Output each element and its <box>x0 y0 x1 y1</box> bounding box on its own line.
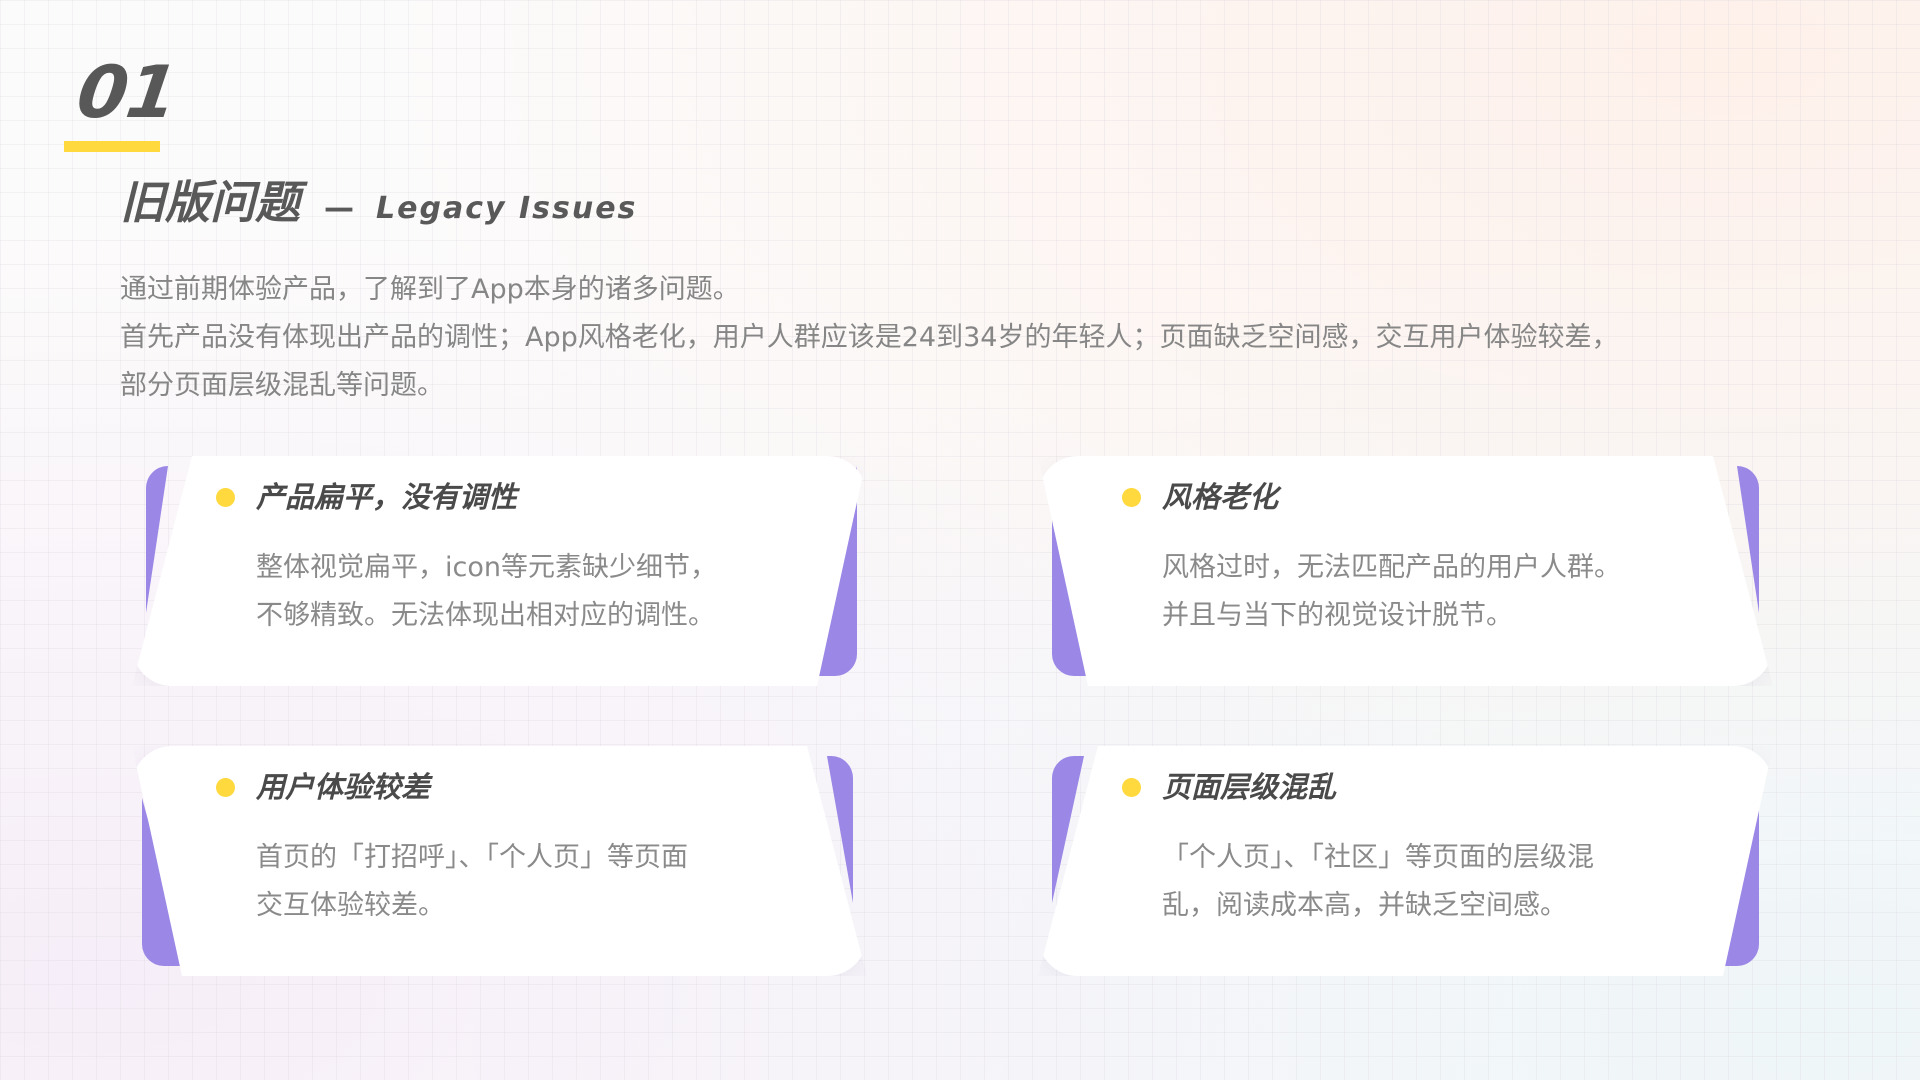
card-description: 首页的「打招呼」、「个人页」等页面 交互体验较差。 <box>256 834 816 930</box>
card-body <box>1038 746 1773 976</box>
bullet-dot-icon <box>1122 488 1141 507</box>
page-title-separator: — <box>324 191 355 226</box>
card-description-line: 首页的「打招呼」、「个人页」等页面 <box>256 842 688 873</box>
card-description-line: 整体视觉扁平，icon等元素缺少细节， <box>256 552 717 583</box>
section-number-underline <box>64 141 160 152</box>
card-description-line: 风格过时，无法匹配产品的用户人群。 <box>1162 552 1621 583</box>
card-description-line: 「个人页」、「社区」等页面的层级混 <box>1162 842 1594 873</box>
card-title: 产品扁平，没有调性 <box>256 480 518 514</box>
card-description: 整体视觉扁平，icon等元素缺少细节， 不够精致。无法体现出相对应的调性。 <box>256 544 816 640</box>
bullet-dot-icon <box>1122 778 1141 797</box>
intro-paragraph: 通过前期体验产品，了解到了App本身的诸多问题。 首先产品没有体现出产品的调性；… <box>120 266 1820 410</box>
page-title-zh: 旧版问题 <box>120 176 301 229</box>
card-description-line: 不够精致。无法体现出相对应的调性。 <box>256 600 715 631</box>
page-title-en: Legacy Issues <box>376 191 638 226</box>
issue-card-flat-design: 产品扁平，没有调性 整体视觉扁平，icon等元素缺少细节， 不够精致。无法体现出… <box>132 456 867 686</box>
issue-card-outdated-style: 风格老化 风格过时，无法匹配产品的用户人群。 并且与当下的视觉设计脱节。 <box>1038 456 1773 686</box>
card-body <box>132 456 867 686</box>
card-body <box>1038 456 1773 686</box>
card-title: 用户体验较差 <box>256 770 431 804</box>
issue-card-messy-hierarchy: 页面层级混乱 「个人页」、「社区」等页面的层级混 乱，阅读成本高，并缺乏空间感。 <box>1038 746 1773 976</box>
bullet-dot-icon <box>216 778 235 797</box>
section-number: 01 <box>72 50 183 134</box>
bullet-dot-icon <box>216 488 235 507</box>
card-description-line: 乱，阅读成本高，并缺乏空间感。 <box>1162 890 1567 921</box>
card-description-line: 并且与当下的视觉设计脱节。 <box>1162 600 1513 631</box>
card-title: 风格老化 <box>1162 480 1279 514</box>
page-title: 旧版问题 — Legacy Issues <box>120 175 637 231</box>
card-body <box>132 746 867 976</box>
intro-line: 通过前期体验产品，了解到了App本身的诸多问题。 <box>120 274 740 305</box>
card-description-line: 交互体验较差。 <box>256 890 445 921</box>
card-description: 「个人页」、「社区」等页面的层级混 乱，阅读成本高，并缺乏空间感。 <box>1162 834 1722 930</box>
issue-card-poor-ux: 用户体验较差 首页的「打招呼」、「个人页」等页面 交互体验较差。 <box>132 746 867 976</box>
intro-line: 首先产品没有体现出产品的调性；App风格老化，用户人群应该是24到34岁的年轻人… <box>120 322 1619 353</box>
intro-line: 部分页面层级混乱等问题。 <box>120 370 444 401</box>
card-title: 页面层级混乱 <box>1162 770 1337 804</box>
card-description: 风格过时，无法匹配产品的用户人群。 并且与当下的视觉设计脱节。 <box>1162 544 1722 640</box>
